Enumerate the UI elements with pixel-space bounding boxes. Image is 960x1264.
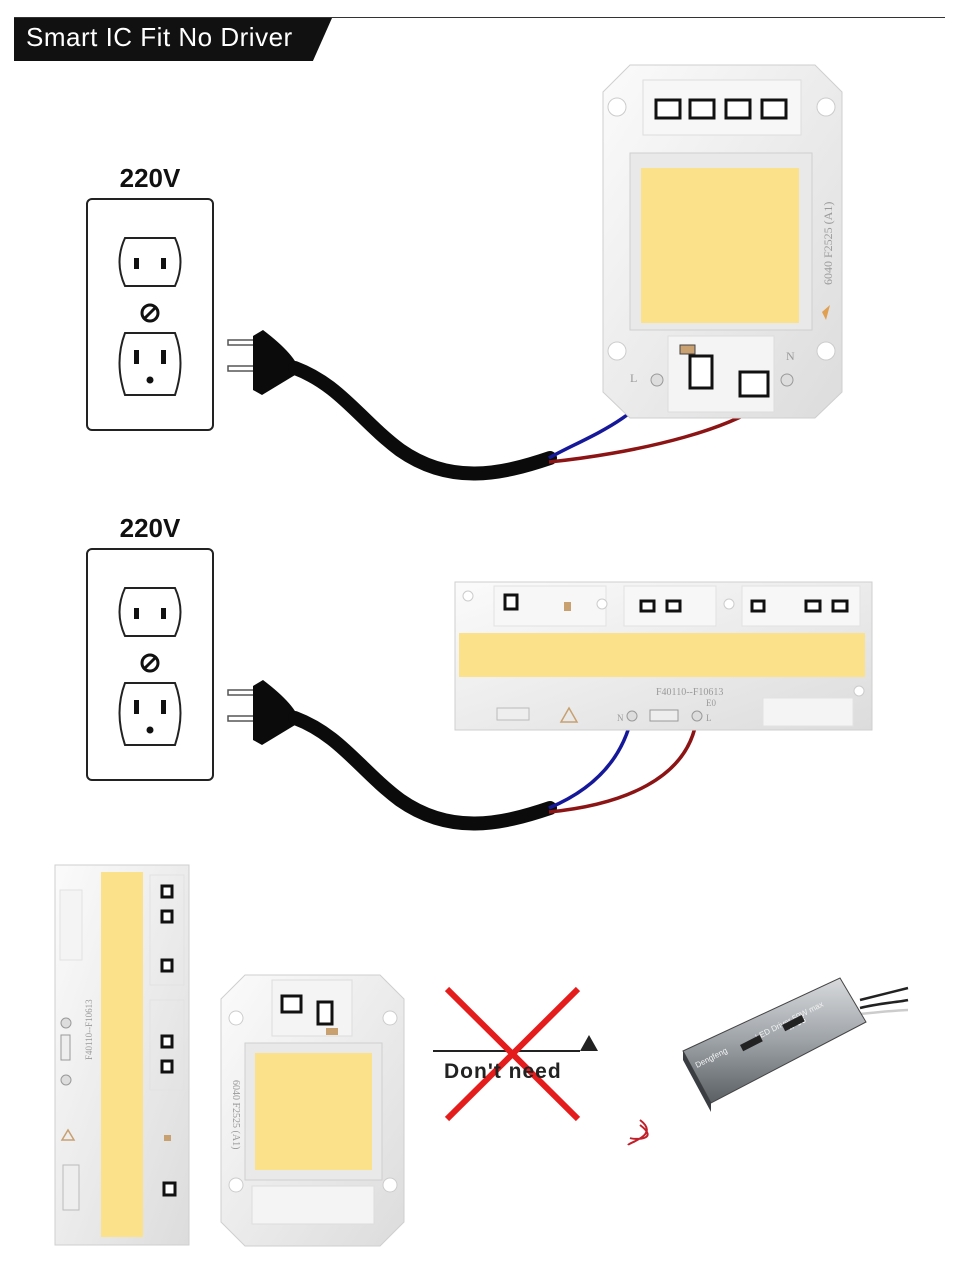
wire-neutral-middle bbox=[548, 715, 699, 814]
power-plug-middle bbox=[227, 680, 557, 831]
led-chip-strip-vertical: F40110--F10613 bbox=[54, 864, 190, 1246]
led-emitter-strip-vertical bbox=[101, 872, 143, 1237]
led-chip-square-top: L N 6040 F2525 (A1) bbox=[602, 64, 843, 419]
led-chip-square-bottom: 6040 F2525 (A1) bbox=[220, 974, 405, 1247]
outlet-screw bbox=[140, 303, 160, 323]
wire-live-middle bbox=[548, 715, 634, 810]
svg-text:6040 F2525 (A1): 6040 F2525 (A1) bbox=[821, 202, 835, 285]
outlet-socket-upper bbox=[118, 587, 182, 637]
svg-text:E0: E0 bbox=[706, 698, 716, 708]
outlet-socket-upper bbox=[118, 237, 182, 287]
led-emitter-strip-middle bbox=[459, 633, 865, 677]
not-needed-cross bbox=[433, 986, 598, 1122]
led-emitter-square-bottom bbox=[255, 1053, 372, 1170]
voltage-label-top: 220V bbox=[119, 163, 181, 193]
led-driver-box: Dengfeng LED Driver 50W max IP66 bbox=[627, 977, 909, 1146]
svg-text:L: L bbox=[706, 713, 712, 723]
page-title: Smart IC Fit No Driver bbox=[26, 22, 293, 52]
outlet-screw bbox=[140, 653, 160, 673]
wall-outlet-middle bbox=[86, 548, 214, 781]
led-emitter-square-top bbox=[641, 168, 799, 323]
svg-text:N: N bbox=[617, 713, 624, 723]
svg-text:6040 F2525 (A1): 6040 F2525 (A1) bbox=[230, 1080, 241, 1149]
svg-text:F40110--F10613: F40110--F10613 bbox=[84, 999, 94, 1060]
wall-outlet-top bbox=[86, 198, 214, 431]
led-chip-strip-middle: F40110--F10613 E0 N L bbox=[454, 581, 873, 731]
outlet-socket-lower bbox=[118, 332, 182, 396]
power-plug-top bbox=[227, 330, 557, 481]
outlet-socket-lower bbox=[118, 682, 182, 746]
header-banner bbox=[14, 18, 332, 61]
dont-need-label: Don't need bbox=[444, 1060, 562, 1083]
voltage-label-middle: 220V bbox=[119, 513, 181, 543]
svg-text:L: L bbox=[630, 371, 637, 385]
header-rule bbox=[14, 17, 945, 18]
svg-text:N: N bbox=[786, 349, 795, 363]
svg-text:F40110--F10613: F40110--F10613 bbox=[656, 687, 723, 698]
